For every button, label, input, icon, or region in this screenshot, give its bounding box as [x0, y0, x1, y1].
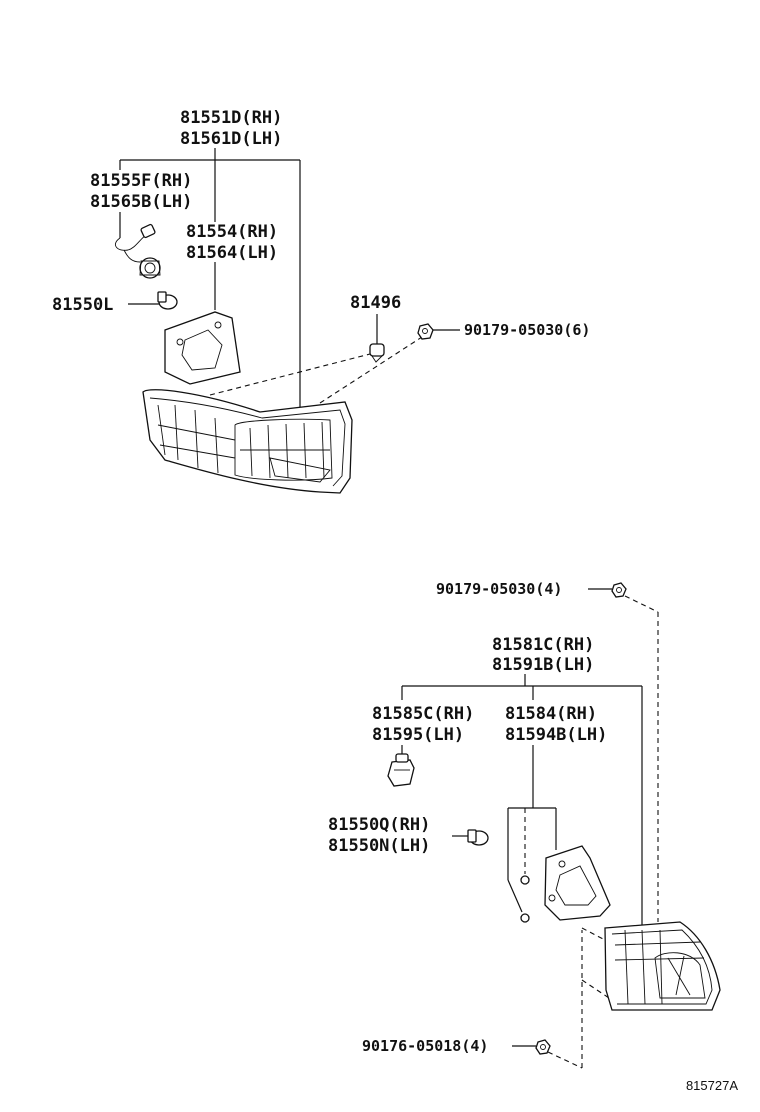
label-lower-assy-rh: 81581C(RH) — [492, 635, 594, 655]
upper-nut-icon — [417, 323, 434, 340]
lower-bulb-icon — [467, 829, 489, 846]
lower-nut-icon — [611, 582, 627, 598]
upper-bulb-icon — [157, 291, 178, 310]
label-upper-socket-lh: 81565B(LH) — [90, 192, 192, 212]
label-lower-nut: 90179-05030(4) — [436, 580, 562, 598]
label-lower-socket-lh: 81595(LH) — [372, 725, 464, 745]
upper-leader-lines — [119, 148, 460, 412]
label-upper-gasket-rh: 81554(RH) — [186, 222, 278, 242]
lower-screw-icon — [535, 1039, 551, 1055]
label-lower-gasket-rh: 81584(RH) — [505, 704, 597, 724]
label-lower-bulb-rh: 81550Q(RH) — [328, 815, 430, 835]
label-lower-gasket-lh: 81594B(LH) — [505, 725, 607, 745]
label-lower-socket-rh: 81585C(RH) — [372, 704, 474, 724]
label-upper-assy-lh: 81561D(LH) — [180, 129, 282, 149]
upper-socket-wire — [115, 223, 161, 279]
label-upper-socket-rh: 81555F(RH) — [90, 171, 192, 191]
upper-tail-lamp-icon — [142, 389, 353, 494]
label-upper-bulb: 81550L — [52, 295, 113, 315]
label-lower-screw: 90176-05018(4) — [362, 1037, 488, 1055]
lower-leader-lines — [401, 588, 659, 1069]
lower-socket-icon — [387, 753, 415, 787]
label-upper-gasket-lh: 81564(LH) — [186, 243, 278, 263]
label-upper-assy-rh: 81551D(RH) — [180, 108, 282, 128]
label-upper-nut: 90179-05030(6) — [464, 321, 590, 339]
label-lower-bulb-lh: 81550N(LH) — [328, 836, 430, 856]
lower-bracket-screws — [520, 875, 530, 923]
lower-lamp-icon — [604, 921, 721, 1011]
upper-gasket-icon — [164, 311, 241, 385]
label-lower-assy-lh: 81591B(LH) — [492, 655, 594, 675]
upper-clip-icon — [369, 343, 385, 363]
figure-number: 815727A — [686, 1078, 738, 1093]
label-upper-clip: 81496 — [350, 293, 401, 313]
lower-gasket-icon — [544, 845, 611, 921]
